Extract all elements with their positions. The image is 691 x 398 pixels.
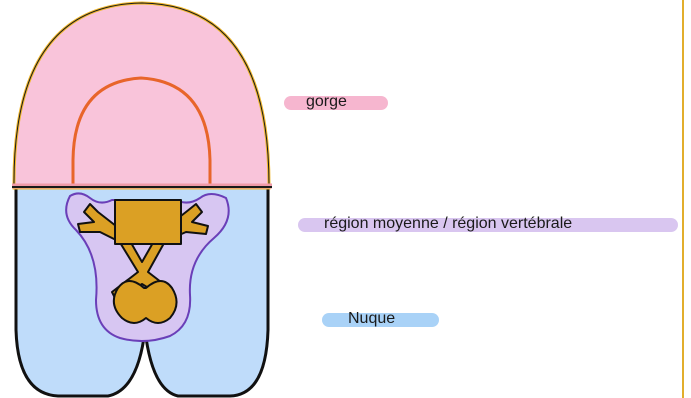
legend-moyenne: région moyenne / région vertébrale xyxy=(298,218,678,232)
legend-moyenne-text: région moyenne / région vertébrale xyxy=(324,215,572,232)
gorge-region xyxy=(14,3,269,188)
legend-gorge: gorge xyxy=(284,96,388,110)
legend-gorge-text: gorge xyxy=(306,93,347,110)
legend-nuque-text: Nuque xyxy=(348,310,395,327)
legend-nuque: Nuque xyxy=(322,313,439,327)
